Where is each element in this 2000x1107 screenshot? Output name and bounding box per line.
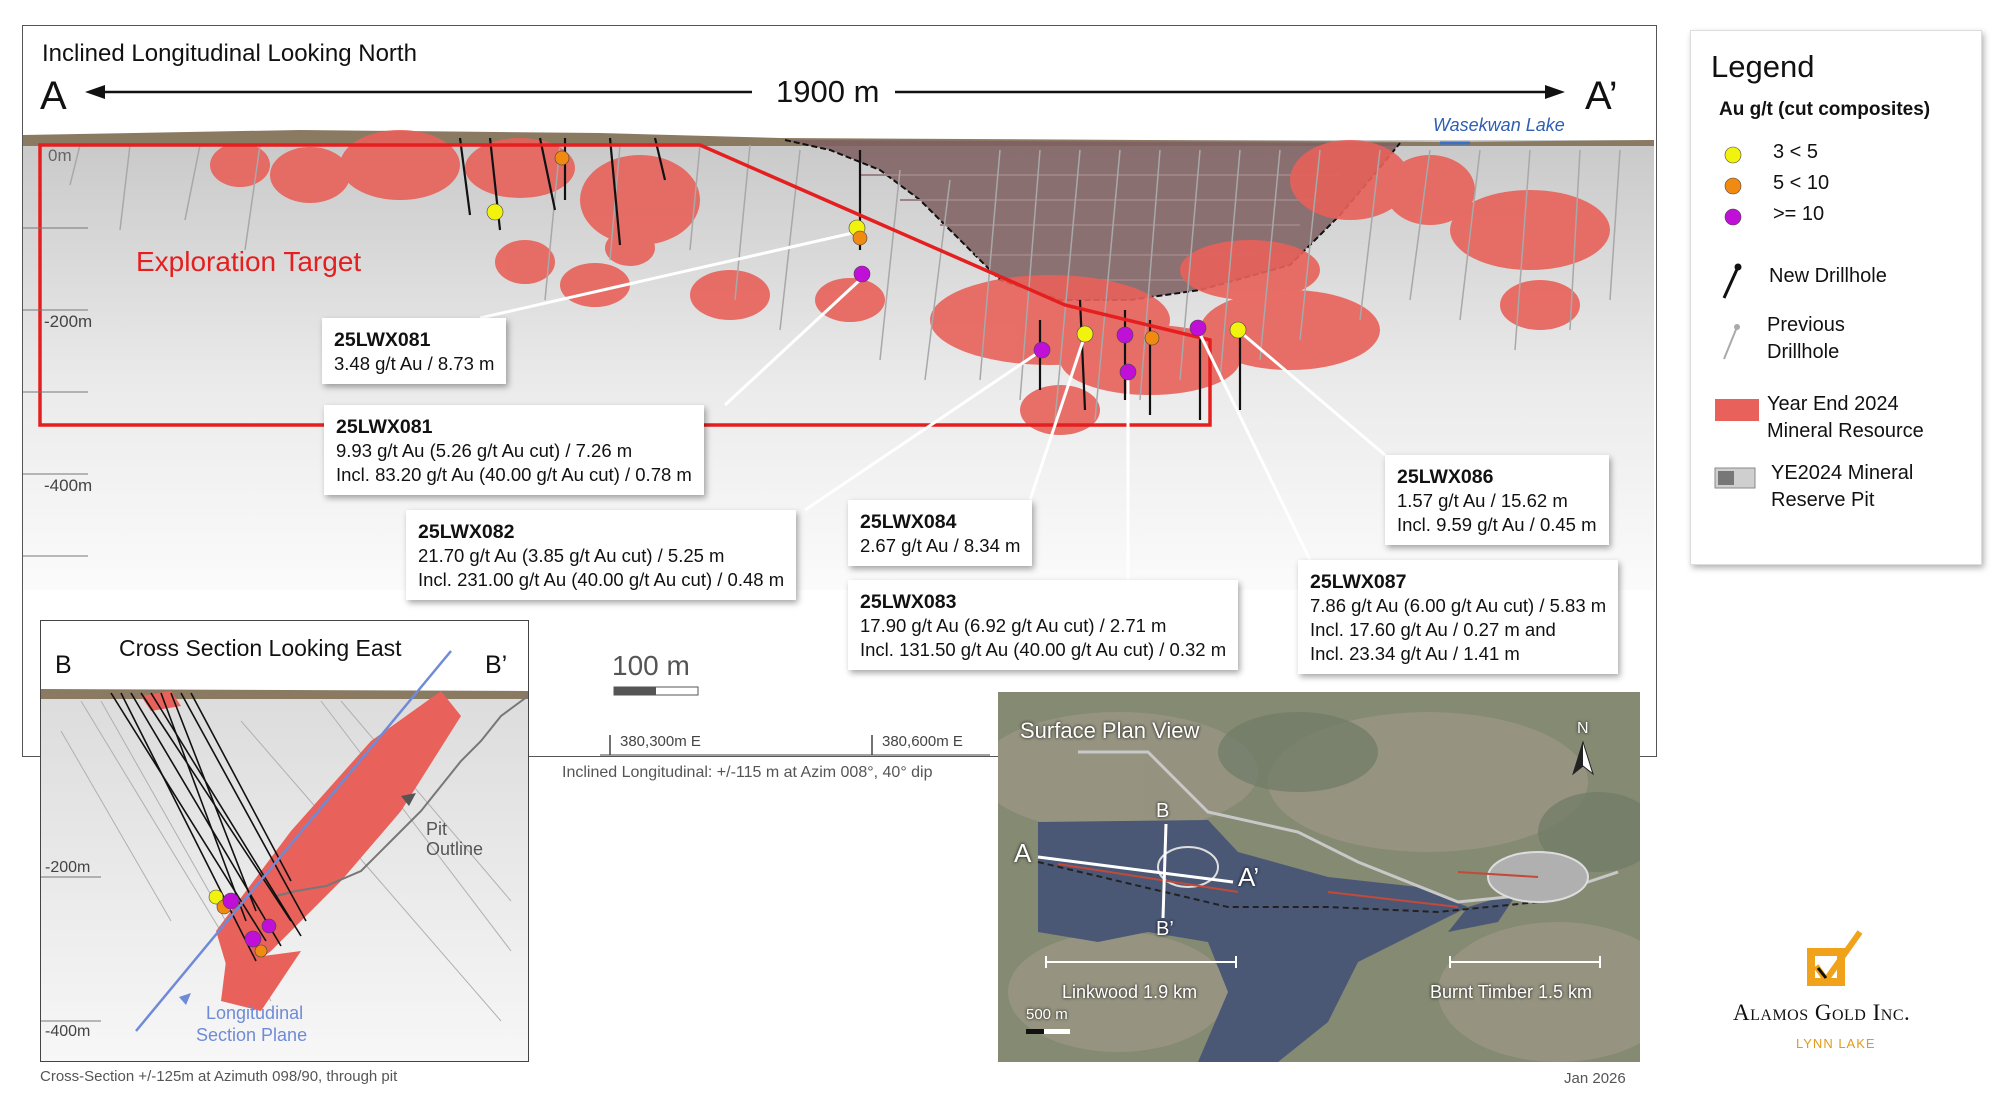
plan-label-a: A [1014,838,1032,868]
callout-25lwx087: 25LWX087 7.86 g/t Au (6.00 g/t Au cut) /… [1298,560,1619,674]
project-name: LYNN LAKE [1796,1036,1876,1051]
callout-line: Incl. 9.59 g/t Au / 0.45 m [1397,514,1597,535]
legend-subtitle: Au g/t (cut composites) [1719,99,1931,120]
cross-section-panel: Cross Section Looking East B B’ Pit Outl… [40,620,529,1062]
callout-25lwx084: 25LWX084 2.67 g/t Au / 8.34 m [848,500,1033,566]
cross-section-end-label: B’ [485,651,508,679]
longitudinal-plane-line [135,650,452,1032]
callout-line: Incl. 231.00 g/t Au (40.00 g/t Au cut) /… [418,569,785,590]
plane-label-1: Longitudinal [206,1003,304,1023]
company-name: Alamos Gold Inc. [1733,1000,1911,1025]
plan-a-a-prime-line [1037,855,1234,884]
legend-title: Legend [1711,49,1815,84]
cross-section-pit-outline [275,695,528,897]
pit-outline-label-2: Outline [426,839,484,859]
legend-grade-2: 5 < 10 [1773,172,1830,194]
callout-title: 25LWX081 [334,329,431,351]
depth-label-0: 0m [48,146,72,165]
legend-previous-drillhole-2: Drillhole [1767,341,1840,363]
cross-depth-label-200: -200m [45,859,91,876]
callout-line: 7.86 g/t Au (6.00 g/t Au cut) / 5.83 m [1310,595,1607,616]
section-title: Inclined Longitudinal Looking North [42,40,417,67]
callout-25lwx082: 25LWX082 21.70 g/t Au (3.85 g/t Au cut) … [406,510,797,600]
length-label: 1900 m [776,74,880,109]
plan-view-graphics [998,692,1640,1062]
plan-label-b: B [1156,800,1170,822]
depth-label-400: -400m [44,476,93,495]
legend-reserve-pit-1: YE2024 Mineral [1771,462,1914,484]
easting-label-1: 380,300m E [620,733,701,750]
mineral-resource-blobs [210,130,1610,435]
callout-line: Incl. 83.20 g/t Au (40.00 g/t Au cut) / … [336,464,692,485]
cross-section-footnote: Cross-Section +/-125m at Azimuth 098/90,… [40,1068,398,1085]
plan-scale-label: 500 m [1026,1006,1068,1023]
callout-25lwx086: 25LWX086 1.57 g/t Au / 15.62 m Incl. 9.5… [1385,455,1609,545]
cross-section-start-label: B [55,651,72,679]
plan-label-a-prime: A’ [1238,862,1260,892]
callout-line: 21.70 g/t Au (3.85 g/t Au cut) / 5.25 m [418,545,725,566]
callout-title: 25LWX082 [418,521,515,543]
plan-label-b-prime: B’ [1156,918,1174,940]
callout-line: Incl. 131.50 g/t Au (40.00 g/t Au cut) /… [860,639,1227,660]
section-footnote: Inclined Longitudinal: +/-115 m at Azim … [562,764,933,781]
easting-label-2: 380,600m E [882,733,963,750]
previous-drillholes [69,144,1621,421]
plan-b-b-prime-line [1161,823,1168,919]
plan-view-panel: Surface Plan View N A A’ B B’ Linkwood 1… [998,692,1640,1062]
burnt-timber-label: Burnt Timber 1.5 km [1430,982,1593,1002]
section-background [23,140,1654,590]
callout-title: 25LWX083 [860,591,957,613]
legend-resource-1: Year End 2024 [1767,393,1899,415]
legend-new-drillhole: New Drillhole [1769,265,1887,287]
plan-north-label: N [1577,720,1589,737]
date-label: Jan 2026 [1564,1070,1626,1087]
cross-depth-label-400: -400m [45,1023,91,1040]
callout-line: Incl. 23.34 g/t Au / 1.41 m [1310,643,1520,664]
callout-title: 25LWX086 [1397,466,1494,488]
callout-line: 17.90 g/t Au (6.92 g/t Au cut) / 2.71 m [860,615,1167,636]
section-end-label: A’ [1585,74,1618,118]
legend-reserve-pit-2: Reserve Pit [1771,489,1875,511]
cross-section-resource [216,691,461,981]
callout-title: 25LWX087 [1310,571,1407,593]
lake-label: Wasekwan Lake [1433,115,1565,135]
callout-25lwx083: 25LWX083 17.90 g/t Au (6.92 g/t Au cut) … [848,580,1239,670]
callout-line: 9.93 g/t Au (5.26 g/t Au cut) / 7.26 m [336,440,633,461]
callout-title: 25LWX084 [860,511,957,533]
plan-view-title: Surface Plan View [1020,718,1200,743]
legend-panel: Legend Au g/t (cut composites) 3 < 5 5 <… [1690,30,1982,565]
scale-label: 100 m [612,650,690,681]
callout-line: Incl. 17.60 g/t Au / 0.27 m and [1310,619,1556,640]
callout-25lwx081-a: 25LWX081 3.48 g/t Au / 8.73 m [322,318,507,384]
cross-section-title: Cross Section Looking East [119,635,402,661]
grade-dots [486,150,1247,381]
legend-resource-2: Mineral Resource [1767,420,1924,442]
legend-grade-3: >= 10 [1773,203,1825,225]
legend-previous-drillhole-1: Previous [1767,314,1845,336]
callout-25lwx081-b: 25LWX081 9.93 g/t Au (5.26 g/t Au cut) /… [324,405,704,495]
exploration-target-outline [38,143,1212,427]
exploration-target-label: Exploration Target [136,246,362,277]
callout-leaders [479,230,1386,580]
cross-section-graphics [41,650,528,1061]
legend-symbols [1714,146,1759,489]
pit-outline-label-1: Pit [426,819,448,839]
legend-grade-1: 3 < 5 [1773,141,1819,163]
callout-line: 2.67 g/t Au / 8.34 m [860,535,1021,556]
callout-line: 3.48 g/t Au / 8.73 m [334,353,495,374]
lake [1038,820,1468,1062]
depth-label-200: -200m [44,312,93,331]
plane-label-2: Section Plane [196,1025,308,1045]
callout-line: 1.57 g/t Au / 15.62 m [1397,490,1568,511]
section-start-label: A [40,74,67,118]
callout-title: 25LWX081 [336,416,433,438]
linkwood-label: Linkwood 1.9 km [1062,982,1198,1002]
